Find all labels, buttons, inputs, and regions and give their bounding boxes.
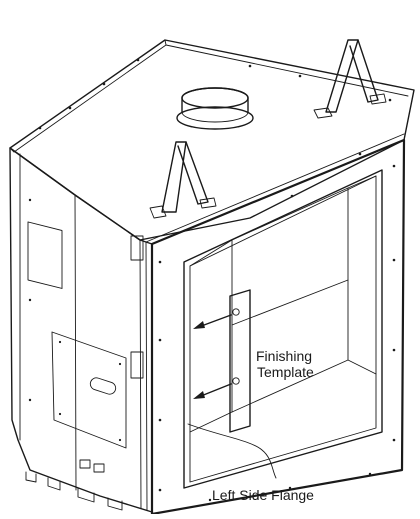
firebox-back-seam (231, 279, 349, 326)
side-bracket-upper (130, 235, 144, 261)
finishing-template-label-line2: Template (257, 364, 314, 380)
standoff-bracket-right (313, 39, 387, 119)
standoff-bracket-left (149, 141, 217, 219)
arrow-upper (193, 314, 232, 329)
side-bracket-lower (130, 351, 144, 379)
firebox-top-left (189, 239, 233, 267)
side-front-edge (139, 239, 142, 509)
top-rear-edge (164, 39, 409, 97)
front-top-edge (145, 133, 405, 243)
front-face (150, 138, 406, 516)
side-panel-seam (74, 194, 77, 491)
oval-cutout (89, 377, 117, 395)
flue-collar (176, 87, 254, 130)
left-side-flange-label: Left Side Flange (212, 487, 314, 503)
finishing-template-label-line1: Finishing (256, 348, 312, 364)
top-left-edge (9, 44, 167, 153)
arrow-lower (193, 383, 232, 399)
firebox-top-right (347, 175, 377, 189)
left-side-panel (9, 147, 153, 513)
front-opening-inner (189, 175, 377, 483)
base-feet (25, 471, 123, 511)
front-opening-outer (183, 169, 383, 489)
top-panel (9, 39, 415, 241)
finishing-template (229, 289, 251, 433)
firebox-back-wall (231, 187, 349, 413)
side-access-panel (27, 221, 63, 289)
base-vent-2 (93, 463, 105, 473)
screw-dots (28, 58, 396, 502)
side-front-edge-inner (145, 241, 148, 511)
lower-access-panel (51, 331, 127, 449)
flange-leader-line (187, 423, 277, 479)
firebox-floor-left (189, 411, 233, 433)
base-vent-1 (79, 459, 91, 469)
firebox-floor-right (347, 359, 377, 375)
